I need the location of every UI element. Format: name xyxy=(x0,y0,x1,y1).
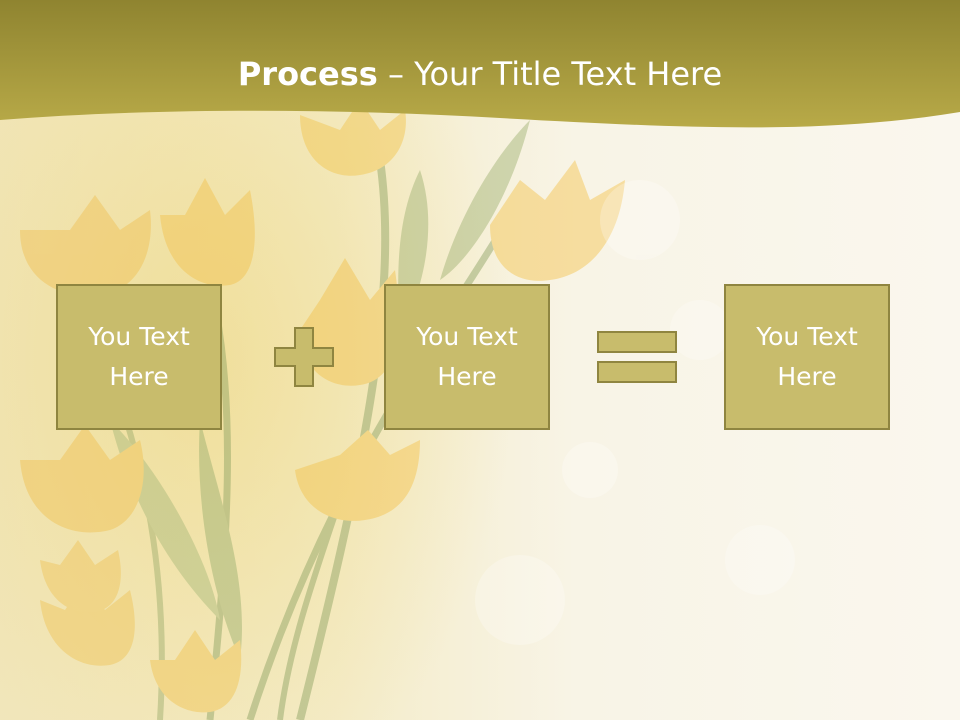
title-rest: Your Title Text Here xyxy=(414,55,723,93)
process-box-1: You Text Here xyxy=(56,284,222,430)
title-dash: – xyxy=(377,55,415,93)
process-box-3: You Text Here xyxy=(724,284,890,430)
equals-icon xyxy=(597,331,677,383)
plus-icon xyxy=(274,327,334,387)
title-banner xyxy=(0,0,960,128)
title-bold: Process xyxy=(237,55,378,93)
process-box-2: You Text Here xyxy=(384,284,550,430)
page-title: Process – Your Title Text Here xyxy=(0,54,960,94)
